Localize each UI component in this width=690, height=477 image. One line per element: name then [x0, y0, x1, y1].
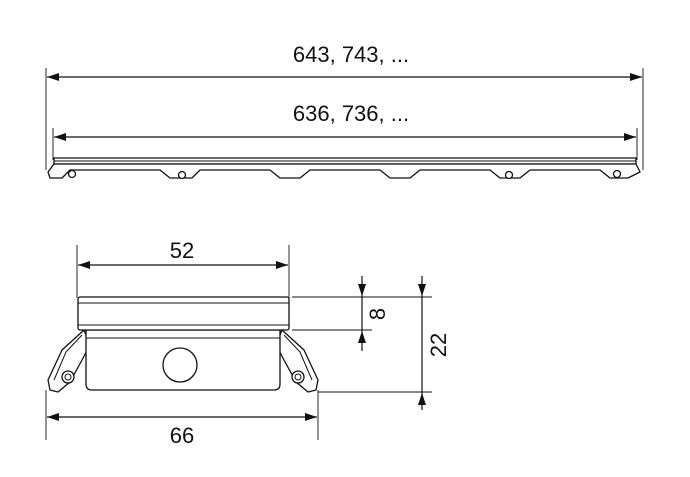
total-height-label: 22: [426, 333, 451, 357]
left-foot-hole-icon: [61, 370, 75, 384]
right-foot-inner-edge: [283, 334, 313, 381]
bottom-width-label: 66: [170, 423, 194, 448]
channel-length-label: 636, 736, ...: [293, 101, 409, 126]
drain-channel-side-view: [47, 157, 641, 180]
left-foot-inner-edge: [53, 334, 83, 381]
mounting-hole-1-icon: [67, 169, 77, 179]
mounting-hole-3-icon: [504, 170, 514, 180]
channel-lower-profile: [47, 163, 641, 179]
grate-cover: [77, 296, 290, 331]
top-width-label: 52: [170, 238, 194, 263]
mounting-hole-4-icon: [612, 169, 622, 179]
channel-cross-section: [47, 296, 319, 393]
left-foot-hole-inner-icon: [64, 373, 72, 381]
top-view: 643, 743, ... 636, 736, ...: [45, 42, 644, 180]
right-foot-hole-icon: [291, 370, 305, 384]
overall-length-label: 643, 743, ...: [293, 42, 409, 67]
cover-height-label: 8: [365, 308, 390, 320]
right-foot-hole-inner-icon: [294, 373, 302, 381]
mounting-hole-2-icon: [177, 170, 187, 180]
drain-outlet-icon: [162, 347, 198, 383]
cross-section-view: 52 66 8 22: [45, 238, 451, 448]
